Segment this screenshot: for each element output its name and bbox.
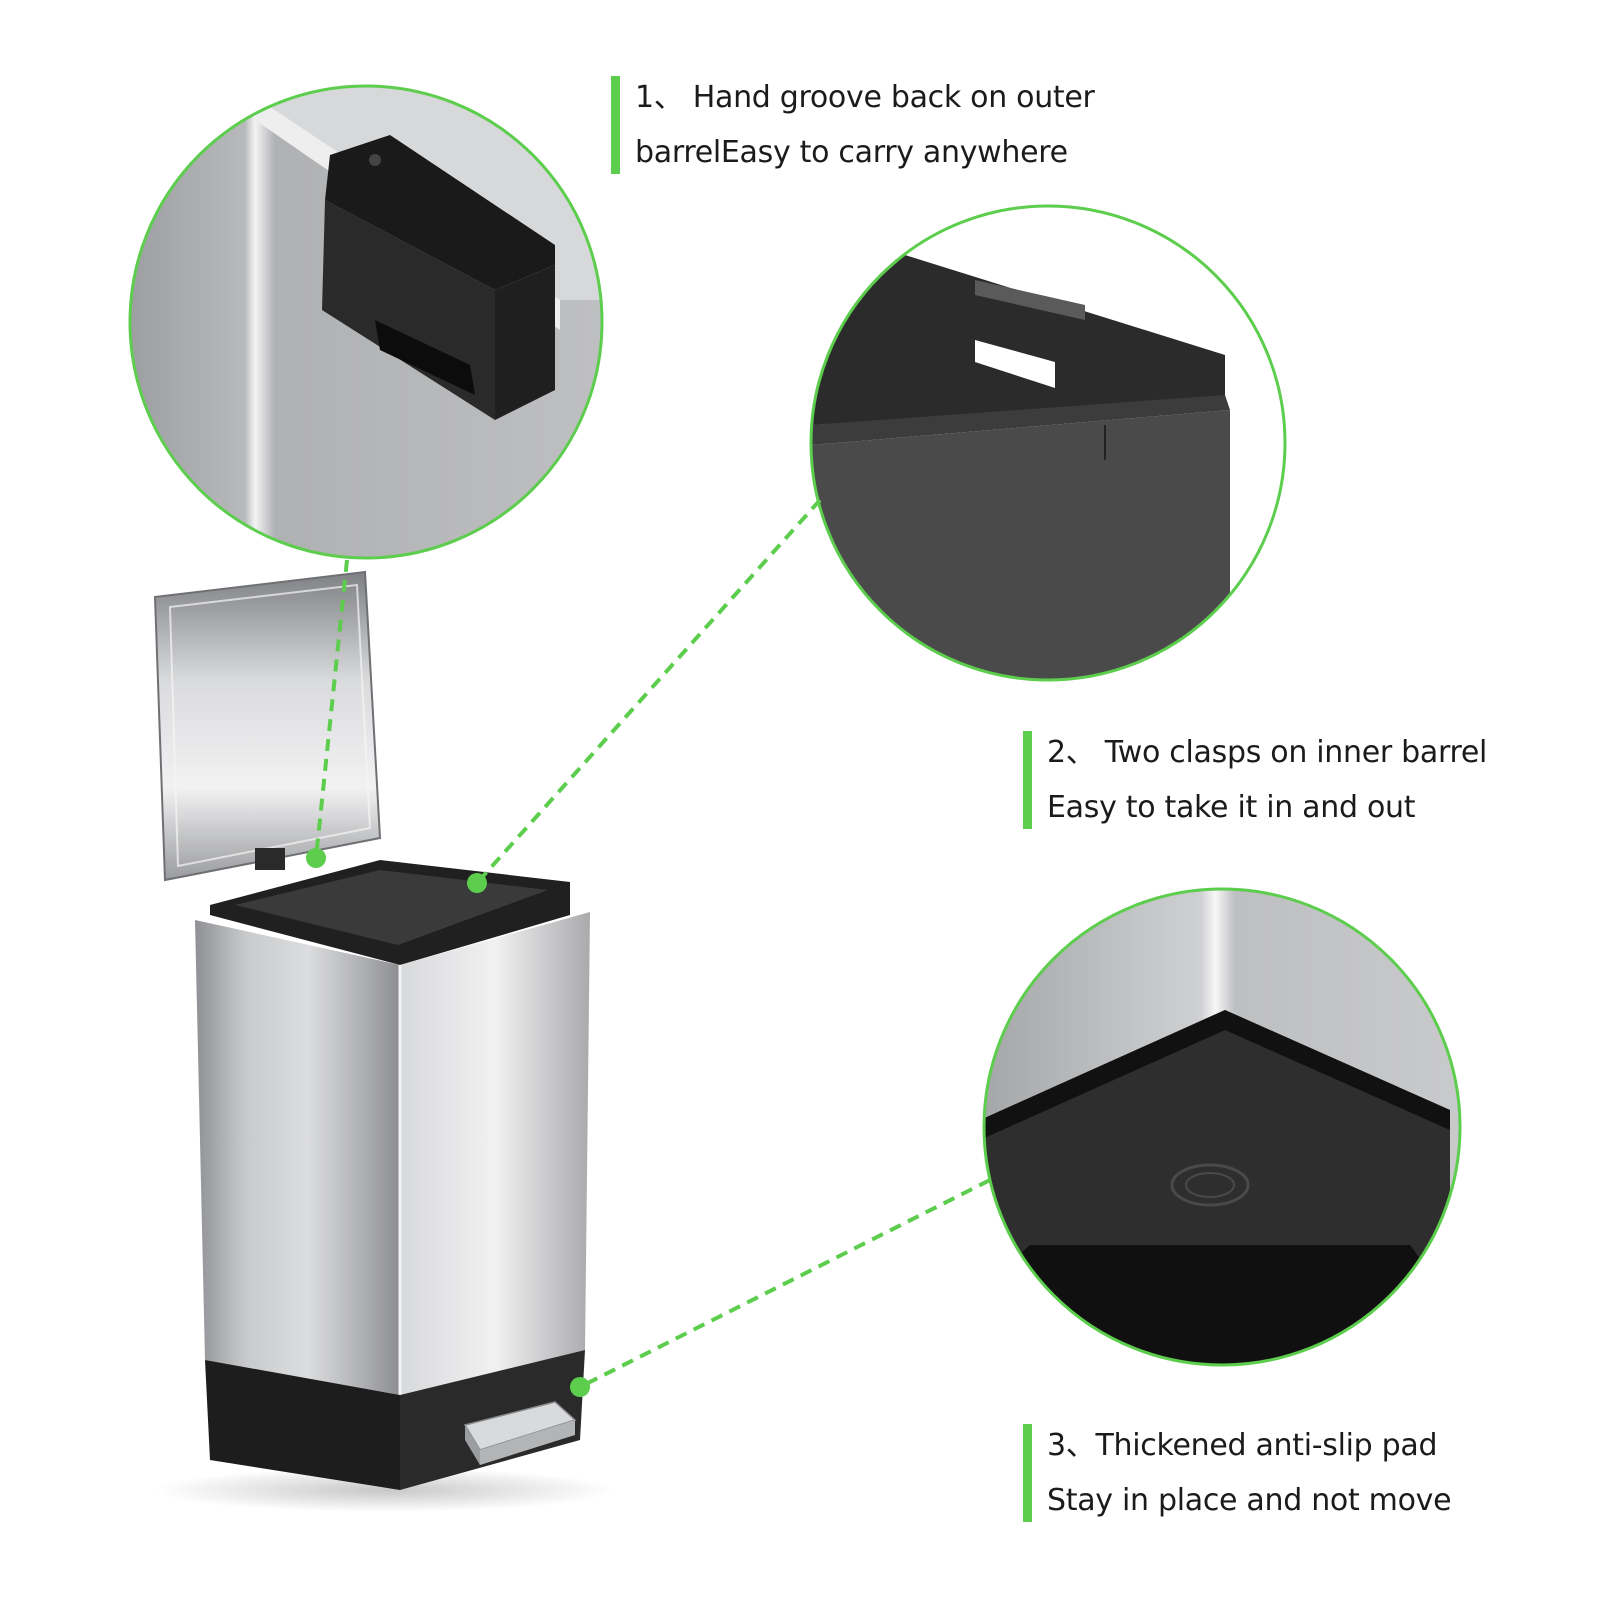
leader-line-2	[475, 498, 822, 885]
callout-title: 1、 Hand groove back on outer	[635, 80, 1095, 115]
callout-accent-bar	[1023, 1424, 1032, 1522]
callout-subtitle: barrelEasy to carry anywhere	[635, 135, 1068, 170]
leader-dot-2	[467, 873, 487, 893]
trash-can-body	[195, 912, 590, 1395]
leader-dot-3	[570, 1377, 590, 1397]
leader-dots	[306, 848, 590, 1397]
callout-title: 2、 Two clasps on inner barrel	[1047, 735, 1488, 770]
detail-circle-hand-groove	[128, 84, 604, 560]
leader-lines	[314, 498, 991, 1389]
callout-hand-groove: 1、 Hand groove back on outer barrelEasy …	[611, 70, 1095, 180]
callout-anti-slip-pad: 3、Thickened anti-slip pad Stay in place …	[1023, 1418, 1452, 1528]
callout-inner-clasps: 2、 Two clasps on inner barrel Easy to ta…	[1023, 725, 1487, 835]
trash-can-lid	[153, 570, 382, 882]
leader-dot-1	[306, 848, 326, 868]
trash-can	[153, 570, 615, 1512]
callout-accent-bar	[611, 76, 620, 174]
callout-subtitle: Stay in place and not move	[1047, 1483, 1452, 1518]
callout-subtitle: Easy to take it in and out	[1047, 790, 1416, 825]
detail-circle-anti-slip-pad	[982, 887, 1462, 1367]
leader-line-3	[579, 1178, 991, 1389]
foot-pedal	[463, 1401, 577, 1465]
detail-circle-inner-clasp	[809, 204, 1287, 682]
callout-accent-bar	[1023, 731, 1032, 829]
callout-title: 3、Thickened anti-slip pad	[1047, 1428, 1438, 1463]
leader-line-1	[314, 559, 349, 859]
hand-groove-block	[322, 135, 555, 420]
